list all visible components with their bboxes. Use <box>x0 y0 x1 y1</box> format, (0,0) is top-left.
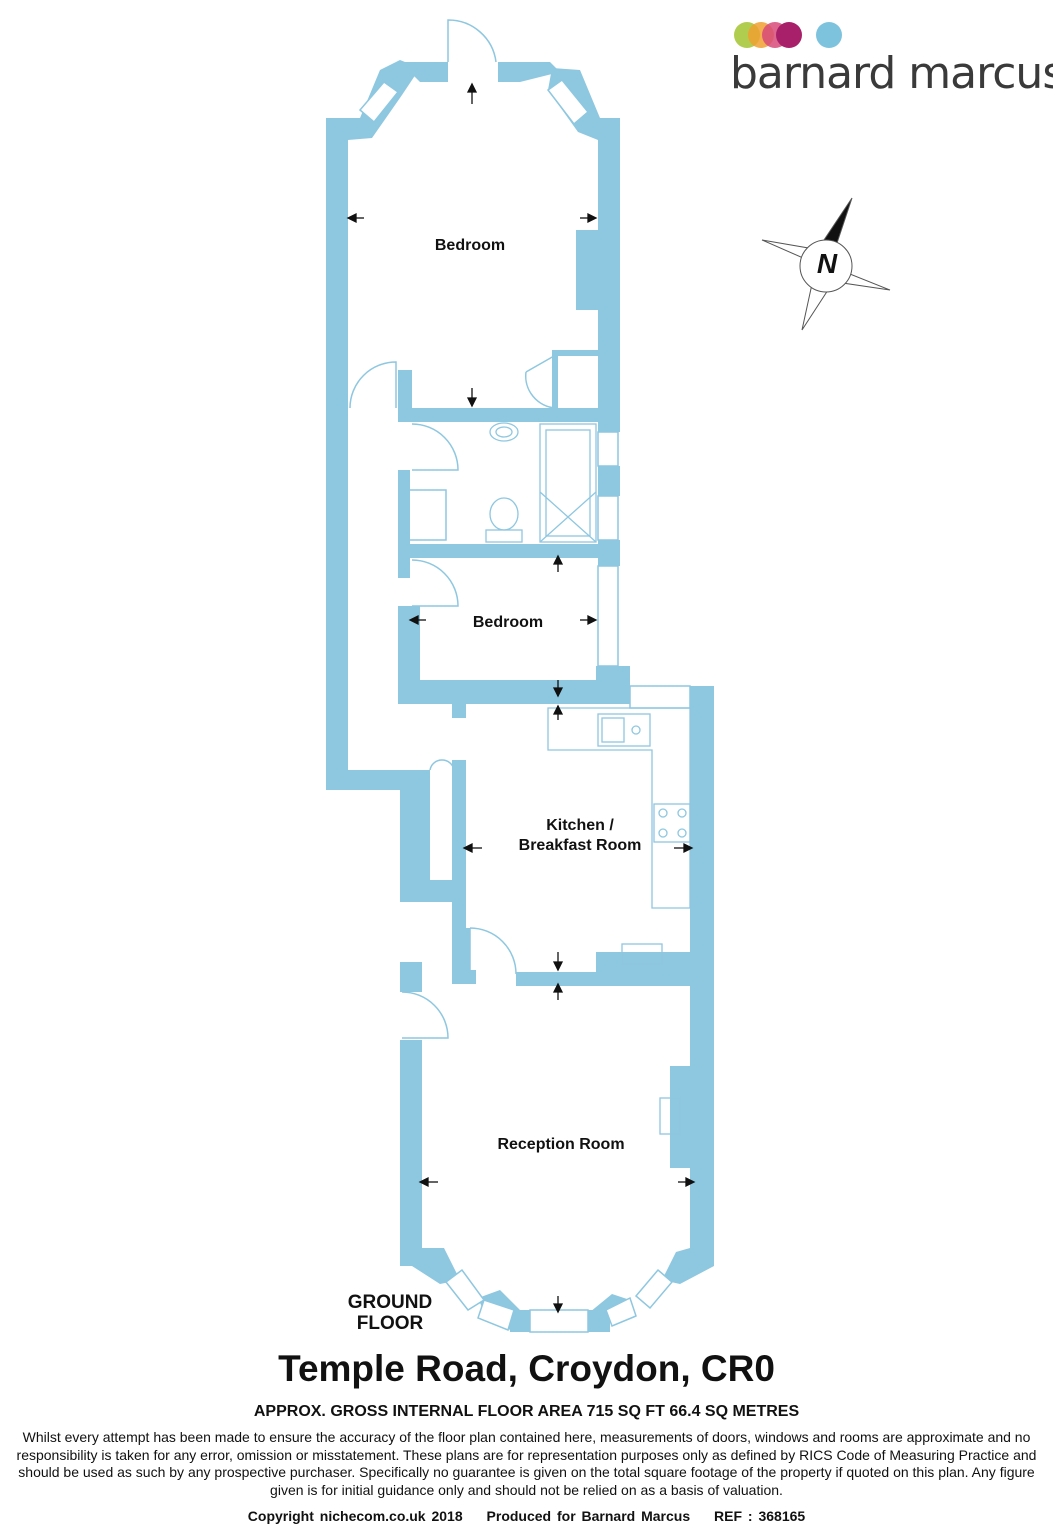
disclaimer: Whilst every attempt has been made to en… <box>16 1429 1037 1498</box>
windows <box>358 78 691 1333</box>
room-label-kitchen-line2: Breakfast Room <box>518 837 642 854</box>
footer: Copyright nichecom.co.uk 2018 Produced f… <box>0 1508 1053 1524</box>
brand-name: barnard marcus <box>730 48 1053 99</box>
floor-plan <box>326 19 891 1333</box>
property-title: Temple Road, Croydon, CR0 <box>278 1348 775 1389</box>
floor-label: GROUND FLOOR <box>330 1292 450 1334</box>
logo-dot-4 <box>776 22 802 48</box>
floor-label-line2: FLOOR <box>356 1313 424 1334</box>
floor-area: APPROX. GROSS INTERNAL FLOOR AREA 715 SQ… <box>253 1403 800 1420</box>
room-label-kitchen: Kitchen / Breakfast Room <box>500 816 660 856</box>
room-label-reception: Reception Room <box>497 1136 625 1153</box>
room-label-bedroom-1: Bedroom <box>434 237 506 254</box>
logo-dot-5 <box>816 22 842 48</box>
compass-rose <box>761 197 891 331</box>
fixtures <box>485 422 691 1135</box>
room-label-bedroom-2: Bedroom <box>472 614 544 631</box>
footer-ref: REF : 368165 <box>714 1508 806 1524</box>
walls <box>326 60 714 1332</box>
brand-logo: barnard marcus <box>730 18 1053 99</box>
compass-north-label: N <box>816 248 838 279</box>
measure-arrows <box>346 82 696 1314</box>
room-label-kitchen-line1: Kitchen / <box>546 817 614 834</box>
footer-produced: Produced for Barnard Marcus <box>486 1508 691 1524</box>
footer-copyright: Copyright nichecom.co.uk 2018 <box>247 1508 463 1524</box>
floor-label-line1: GROUND <box>347 1292 433 1313</box>
doors <box>349 19 557 1039</box>
